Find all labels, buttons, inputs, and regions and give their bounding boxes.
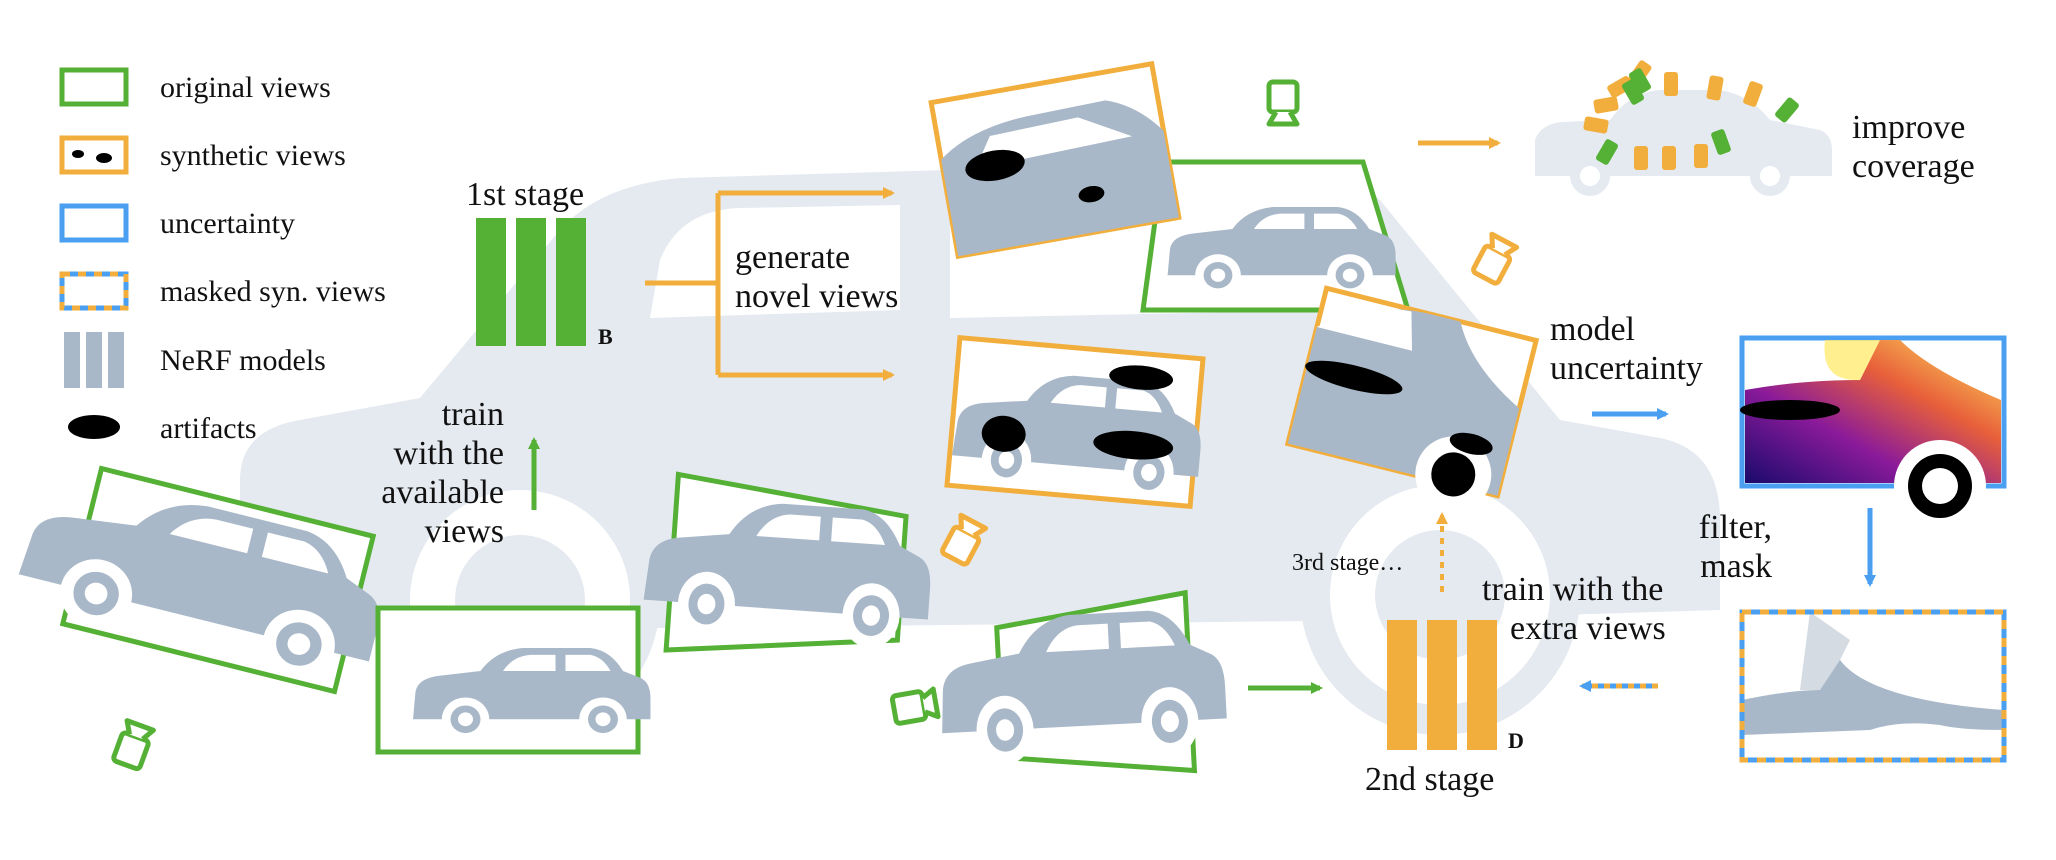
train-text-line3: available [381, 474, 504, 511]
train-text-line1: train [442, 396, 504, 433]
uncertainty-map-frame [1739, 335, 2007, 532]
original-view-frame [936, 589, 1229, 774]
camera-icon [113, 721, 154, 770]
synthetic-view-frame [928, 60, 1182, 260]
model-uncertainty-line1: model [1550, 311, 1635, 348]
artifact-blob-icon [981, 415, 1026, 452]
nerf-model-icon [1387, 620, 1497, 750]
artifact-blob-icon [68, 415, 120, 439]
synthetic-view-frame [1284, 285, 1540, 513]
train-text-line4: views [425, 513, 504, 550]
legend-swatch-uncertainty [59, 203, 129, 243]
legend-artifacts-label: artifacts [160, 412, 257, 445]
artifact-blob-icon [1078, 185, 1105, 203]
original-view-frame [1140, 159, 1412, 313]
original-view-frame [641, 471, 936, 653]
masked-view-frame [1739, 609, 2007, 763]
artifact-blob-icon [1449, 432, 1493, 455]
legend-masked-label: masked syn. views [160, 275, 386, 308]
artifact-blob-icon [72, 150, 84, 158]
improve-text-line2: coverage [1852, 148, 1975, 185]
first-stage-label: 1st stage [466, 176, 584, 213]
generate-fork-arrows [645, 187, 895, 381]
legend-swatch-original [59, 67, 129, 107]
original-view-frame [375, 605, 651, 755]
legend-swatch-masked [59, 271, 129, 311]
original-view-frame [10, 465, 396, 695]
synthetic-view-frame [944, 334, 1206, 510]
third-stage-label: 3rd stage… [1292, 550, 1403, 576]
train-extra-line2: extra views [1510, 610, 1666, 647]
train-text-line2: with the [394, 435, 504, 472]
model-b-label: B [598, 324, 613, 349]
artifact-blob-icon [965, 149, 1025, 182]
second-stage-label: 2nd stage [1365, 761, 1494, 798]
filter-text-line1: filter, [1699, 509, 1772, 546]
train-extra-line1: train with the [1482, 571, 1663, 608]
artifact-blob-icon [1093, 430, 1174, 460]
artifact-blob-icon [1109, 365, 1174, 390]
legend-synthetic-label: synthetic views [160, 139, 346, 172]
generate-text-line2: novel views [735, 278, 898, 315]
camera-icon [1472, 234, 1516, 284]
improve-text-line1: improve [1852, 109, 1965, 146]
artifact-blob-icon [1305, 360, 1403, 395]
filter-text-line2: mask [1700, 548, 1772, 585]
nerf-model-icon [476, 218, 586, 346]
camera-icon [1269, 82, 1297, 124]
model-d-label: D [1508, 728, 1524, 753]
legend-swatch-synthetic [59, 135, 129, 175]
coverage-cameras [1583, 60, 1799, 170]
legend: original views synthetic views uncertain… [59, 67, 386, 445]
legend-nerf-label: NeRF models [160, 344, 326, 377]
nerf-model-icon [64, 332, 124, 388]
camera-icon [892, 689, 938, 724]
artifact-blob-icon [96, 153, 112, 163]
legend-original-label: original views [160, 71, 331, 104]
generate-text-line1: generate [735, 239, 850, 276]
legend-uncertainty-label: uncertainty [160, 207, 295, 240]
model-uncertainty-line2: uncertainty [1550, 350, 1703, 387]
